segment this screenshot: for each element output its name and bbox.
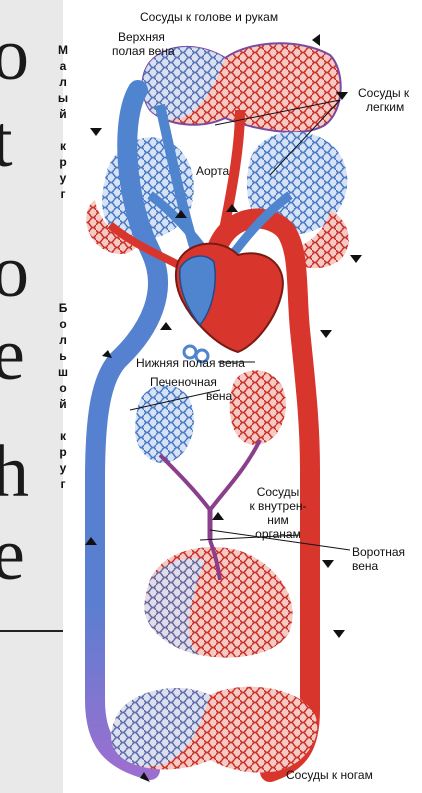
legs-capillaries: [111, 687, 317, 773]
heart: [176, 244, 283, 362]
label-organs-line2: к внутрен-: [248, 499, 308, 513]
label-lungs-line2: легким: [366, 100, 404, 114]
label-portal-line1: Воротная: [352, 545, 405, 559]
label-organs-line3: ним: [248, 513, 308, 527]
label-legs: Сосуды к ногам: [286, 768, 373, 782]
organs-capillaries: [144, 540, 292, 658]
label-svc-line1: Верхняя: [118, 30, 165, 44]
label-hepatic-line1: Печеночная: [150, 375, 217, 389]
label-organs-line4: органам: [248, 527, 308, 541]
label-portal-line2: вена: [352, 559, 378, 573]
label-organs-line1: Сосуды: [248, 485, 308, 499]
label-head-arms: Сосуды к голове и рукам: [140, 10, 278, 24]
label-ivc: Нижняя полая вена: [136, 356, 245, 370]
label-hepatic-line2: вена: [206, 389, 232, 403]
label-aorta: Аорта: [196, 164, 229, 178]
label-lungs-line1: Сосуды к: [358, 86, 409, 100]
label-svc-line2: полая вена: [112, 44, 175, 58]
